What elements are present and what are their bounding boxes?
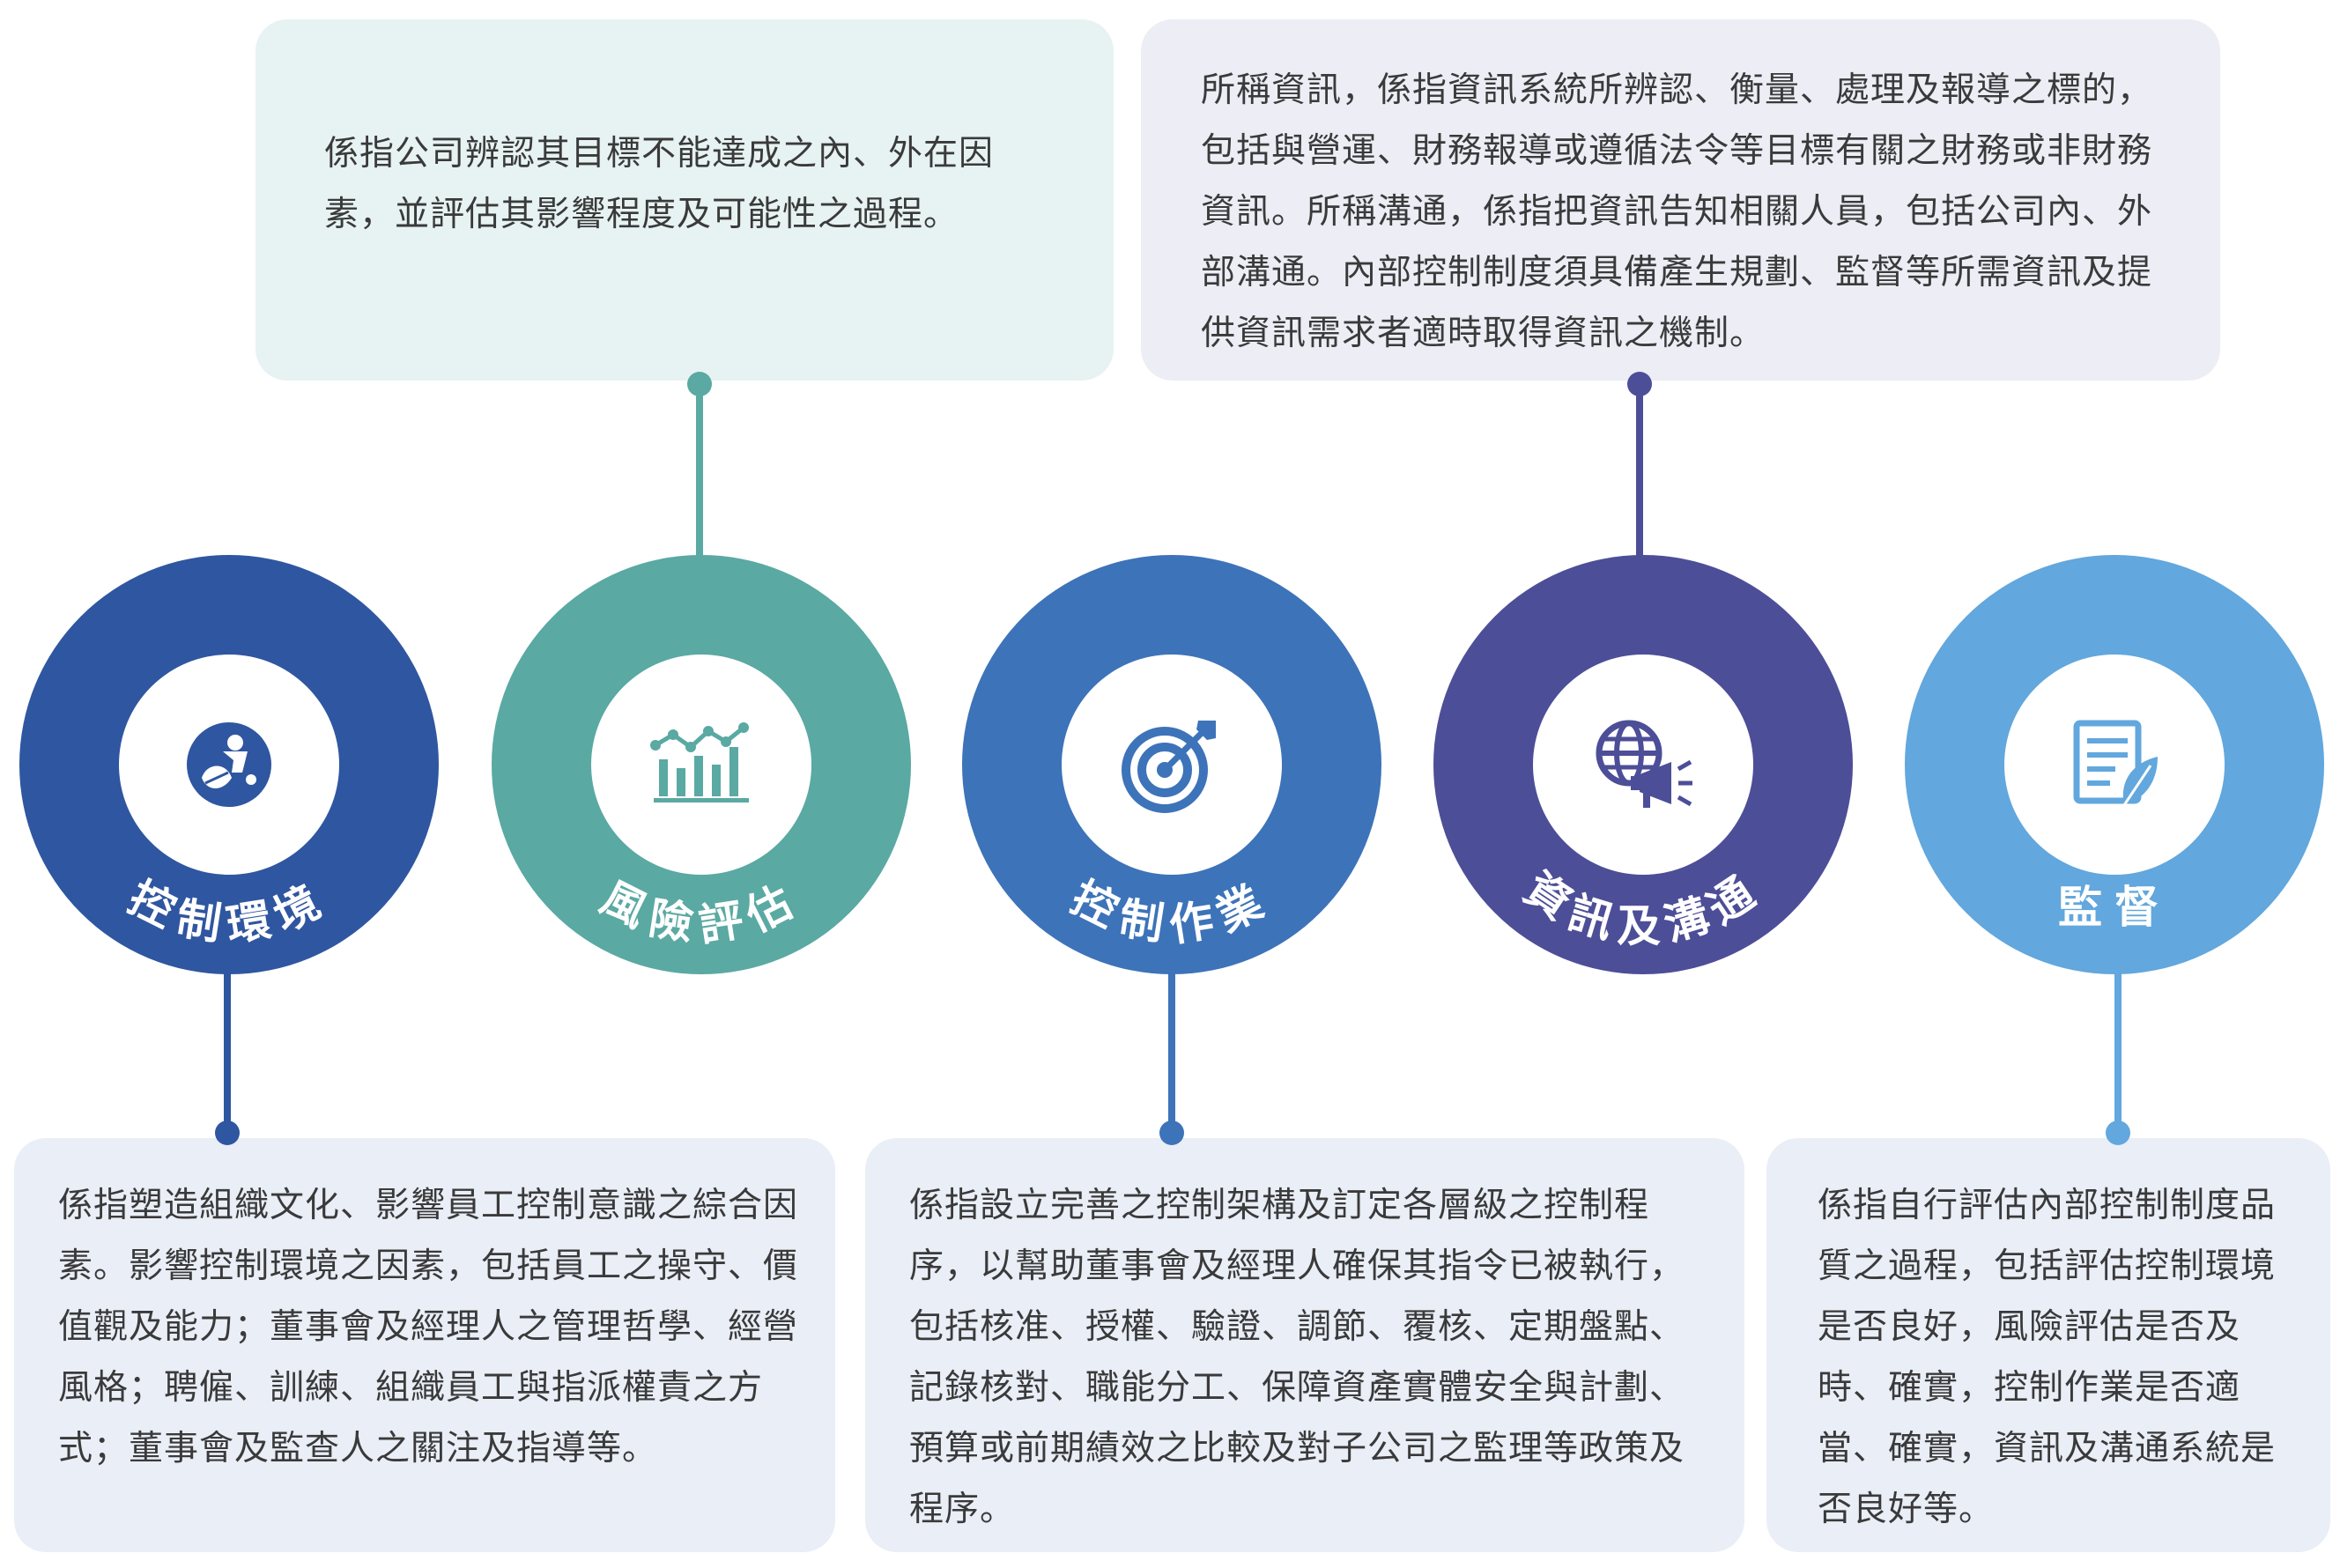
svg-text:風險評估: 風險評估	[593, 872, 810, 952]
target-arrow-icon	[1122, 721, 1216, 813]
risk-assessment-label: 風險評估	[593, 872, 799, 952]
information-communication-circle: 資訊及溝通	[1433, 555, 1853, 974]
monitoring-description-box: 係指自行評估內部控制制度品質之過程，包括評估控制環境是否良好，風險評估是否及時、…	[1766, 1138, 2330, 1552]
risk-assessment-description-box: 係指公司辨認其目標不能達成之內、外在因素，並評估其影響程度及可能性之過程。	[255, 19, 1114, 381]
document-leaf-icon	[2073, 720, 2158, 809]
monitoring-circle: 監督	[1905, 555, 2324, 974]
risk-assessment-connector	[696, 384, 703, 560]
information-communication-description: 所稱資訊，係指資訊系統所辨認、衡量、處理及報導之標的，包括與營運、財務報導或遵循…	[1201, 70, 2153, 353]
control-environment-label-arc: 控制環境	[121, 872, 337, 952]
control-environment-icon-holder	[119, 655, 339, 875]
information-communication-label-arc: 資訊及溝通	[1515, 862, 1771, 951]
control-activities-icon-holder	[1062, 655, 1282, 875]
monitoring-label: 監督	[2058, 882, 2171, 933]
control-environment-circle: 控制環境	[19, 555, 439, 974]
risk-assessment-icon-holder	[591, 655, 811, 875]
control-activities-connector	[1168, 969, 1175, 1133]
control-activities-circle: 控制作業	[962, 555, 1381, 974]
control-environment-description: 係指塑造組織文化、影響員工控制意識之綜合因素。影響控制環境之因素，包括員工之操守…	[58, 1186, 799, 1468]
risk-assessment-circle: 風險評估	[492, 555, 911, 974]
information-communication-icon-holder	[1533, 655, 1753, 875]
control-activities-description: 係指設立完善之控制架構及訂定各層級之控制程序，以幫助董事會及經理人確保其指令已被…	[909, 1186, 1685, 1529]
person-leaf-globe-icon	[187, 722, 271, 807]
information-communication-connector	[1636, 384, 1643, 560]
control-activities-label-arc: 控制作業	[1063, 872, 1280, 952]
monitoring-connector-dot	[2106, 1121, 2130, 1145]
control-environment-connector	[224, 969, 231, 1133]
monitoring-description: 係指自行評估內部控制制度品質之過程，包括評估控制環境是否良好，風險評估是否及時、…	[1818, 1186, 2277, 1529]
control-activities-connector-dot	[1159, 1121, 1184, 1145]
svg-text:控制環境: 控制環境	[121, 872, 337, 952]
control-activities-label: 控制作業	[1063, 872, 1270, 952]
control-environment-description-box: 係指塑造組織文化、影響員工控制意識之綜合因素。影響控制環境之因素，包括員工之操守…	[14, 1138, 835, 1552]
monitoring-connector	[2114, 969, 2122, 1133]
svg-text:控制作業: 控制作業	[1063, 872, 1280, 952]
control-activities-description-box: 係指設立完善之控制架構及訂定各層級之控制程序，以幫助董事會及經理人確保其指令已被…	[865, 1138, 1744, 1552]
risk-assessment-connector-dot	[687, 372, 712, 396]
risk-assessment-description: 係指公司辨認其目標不能達成之內、外在因素，並評估其影響程度及可能性之過程。	[324, 134, 995, 234]
information-communication-description-box: 所稱資訊，係指資訊系統所辨認、衡量、處理及報導之標的，包括與營運、財務報導或遵循…	[1141, 19, 2220, 381]
information-communication-label: 資訊及溝通	[1515, 862, 1762, 951]
information-communication-connector-dot	[1627, 372, 1652, 396]
risk-assessment-label-arc: 風險評估	[593, 872, 810, 952]
monitoring-icon-holder	[2004, 655, 2225, 875]
bar-chart-trend-icon	[650, 722, 749, 802]
control-environment-label: 控制環境	[121, 872, 327, 952]
svg-text:資訊及溝通: 資訊及溝通	[1515, 862, 1771, 951]
control-environment-connector-dot	[215, 1121, 240, 1145]
globe-megaphone-icon	[1596, 720, 1692, 808]
